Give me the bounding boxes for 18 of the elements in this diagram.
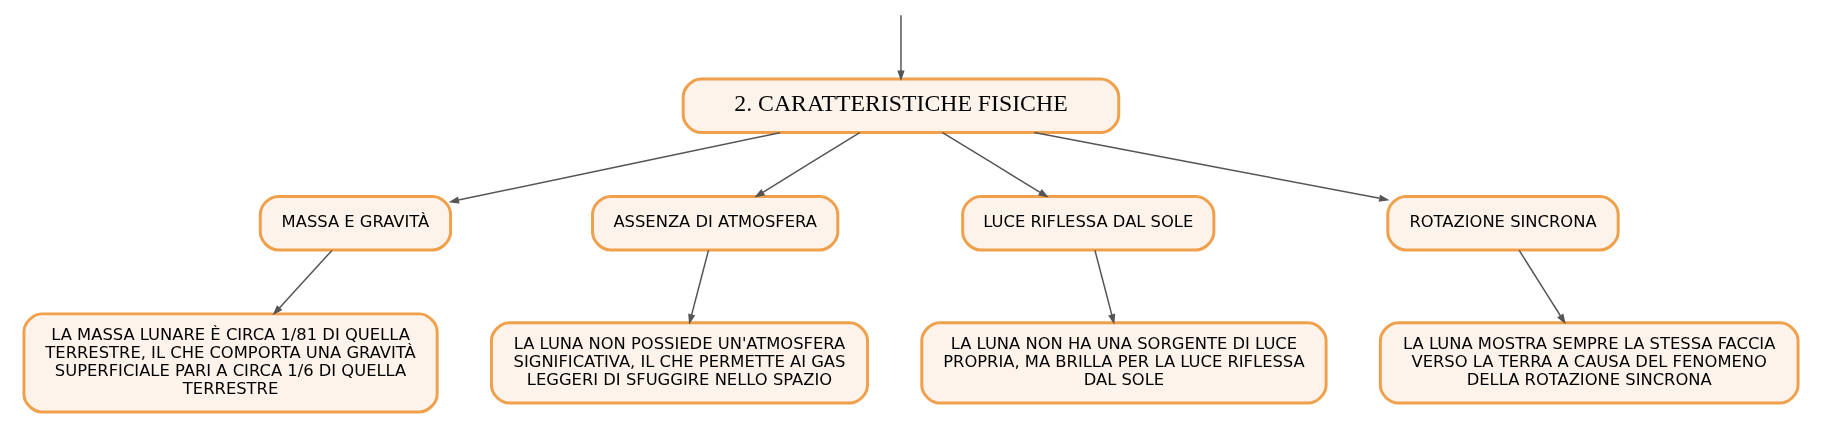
arrow <box>687 249 709 325</box>
arrow <box>1517 249 1566 325</box>
node-box: LUCE RIFLESSA DAL SOLE <box>960 194 1215 252</box>
node-box: LA MASSA LUNARE È CIRCA 1/81 DI QUELLA TERRESTRE, IL CHE COMPORTA UNA GRAVITÀ SUPERFICIALE PARI A CIRCA 1/6 DI QUELLA TERRESTRE <box>21 312 439 414</box>
arrow <box>272 249 333 316</box>
node-box: LA LUNA NON POSSIEDE UN'ATMOSFERA SIGNIFICATIVA, IL CHE PERMETTE AI GAS LEGGERI DI SFUGGIRE NELLO SPAZIO <box>489 321 869 405</box>
arrow <box>941 131 1049 198</box>
arrow <box>753 131 860 198</box>
node-box: LA LUNA NON HA UNA SORGENTE DI LUCE PROPRIA, MA BRILLA PER LA LUCE RIFLESSA DAL SOLE <box>919 321 1328 405</box>
node-box: MASSA E GRAVITÀ <box>258 194 452 252</box>
node-box: ASSENZA DI ATMOSFERA <box>590 194 839 252</box>
arrow <box>896 14 905 81</box>
node-box: ROTAZIONE SINCRONA <box>1385 194 1620 252</box>
arrow <box>1032 131 1390 202</box>
node-box: 2. CARATTERISTICHE FISICHE <box>681 77 1120 134</box>
node-box: LA LUNA MOSTRA SEMPRE LA STESSA FACCIA VERSO LA TERRA A CAUSA DEL FENOMENO DELLA ROTAZIONE SINCRONA <box>1378 321 1800 405</box>
arrow <box>448 131 781 204</box>
arrow <box>1093 249 1115 325</box>
